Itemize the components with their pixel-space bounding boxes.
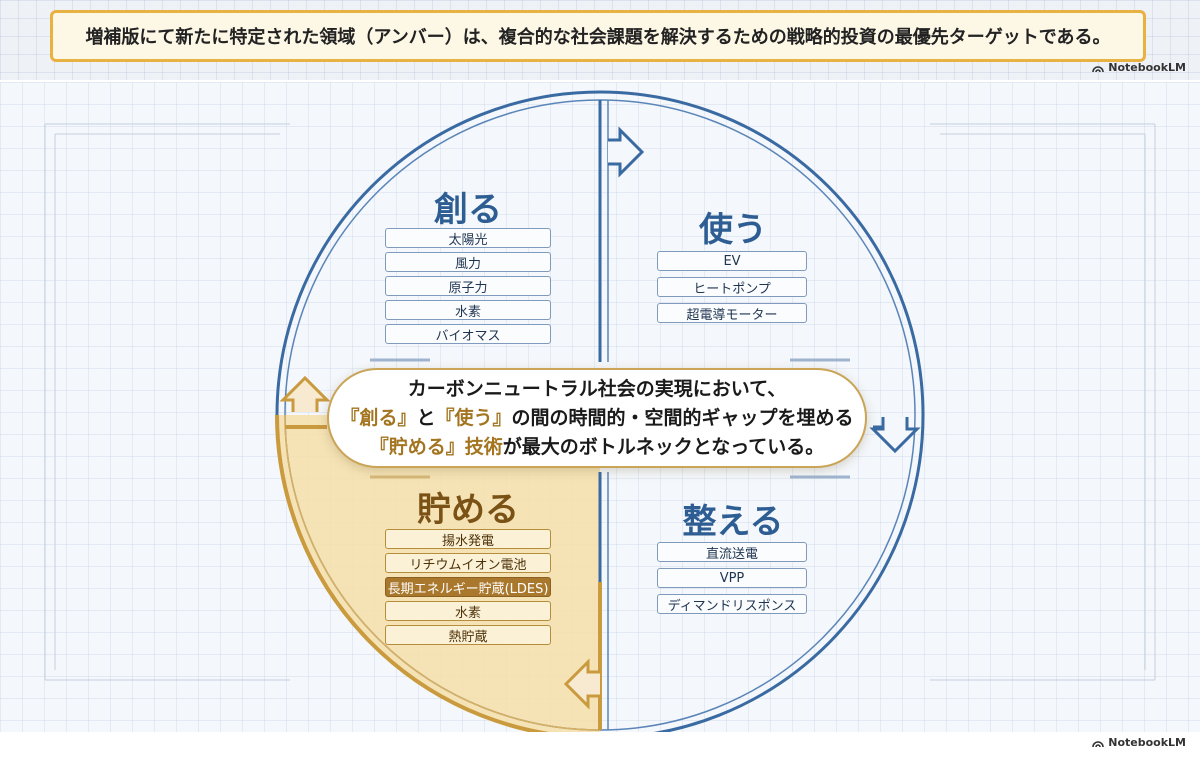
store-arc [275,414,551,732]
notebooklm-logo-icon [1092,740,1105,747]
create-item: 太陽光 [385,228,551,248]
center-message: カーボンニュートラル社会の実現において、 『創る』と『使う』の間の時間的・空間的… [327,368,867,468]
adjust-item: 直流送電 [657,542,807,562]
watermark-text: NotebookLM [1108,736,1186,749]
create-item: 水素 [385,300,551,320]
store-item: 水素 [385,601,551,621]
use-item: ヒートポンプ [657,277,807,297]
center-line-3: 『貯める』技術が最大のボトルネックとなっている。 [369,435,825,458]
adjust-item: ディマンドリスポンス [657,594,807,614]
use-item: 超電導モーター [657,303,807,323]
store-item: 熱貯蔵 [385,625,551,645]
center-line-2: 『創る』と『使う』の間の時間的・空間的ギャップを埋める [340,406,854,429]
create-item: 原子力 [385,276,551,296]
cycle-diagram [44,90,1156,732]
store-quadrant-fill [277,415,600,732]
diagram-slide: 創る 使う 貯める 整える 太陽光 風力 原子力 水素 バイオマス EV ヒート… [0,82,1200,732]
frame-lines [44,123,1156,681]
adjust-title: 整える [682,502,784,542]
store-item: 揚水発電 [385,529,551,549]
use-title: 使う [699,210,767,250]
store-title: 貯める [417,490,519,530]
center-line-1: カーボンニュートラル社会の実現において、 [407,377,787,400]
adjust-item: VPP [657,568,807,588]
create-item: 風力 [385,252,551,272]
arrow-right-icon [608,126,645,178]
use-item: EV [657,251,807,271]
create-title: 創る [434,190,502,230]
arrow-up-icon [279,375,331,412]
caption-text: 増補版にて新たに特定された領域（アンバー）は、複合的な社会課題を解決するための戦… [85,27,1111,48]
watermark-text: NotebookLM [1108,61,1186,74]
store-item-highlighted: 長期エネルギー貯蔵(LDES) [385,577,551,597]
notebooklm-logo-icon [1092,65,1105,72]
arrow-left-icon [563,658,600,710]
create-item: バイオマス [385,324,551,344]
notebooklm-watermark-top: NotebookLM [1092,61,1186,74]
notebooklm-watermark-bottom: NotebookLM [1092,736,1186,749]
store-item: リチウムイオン電池 [385,553,551,573]
caption-box: 増補版にて新たに特定された領域（アンバー）は、複合的な社会課題を解決するための戦… [50,10,1146,62]
arrow-down-icon [869,417,921,454]
